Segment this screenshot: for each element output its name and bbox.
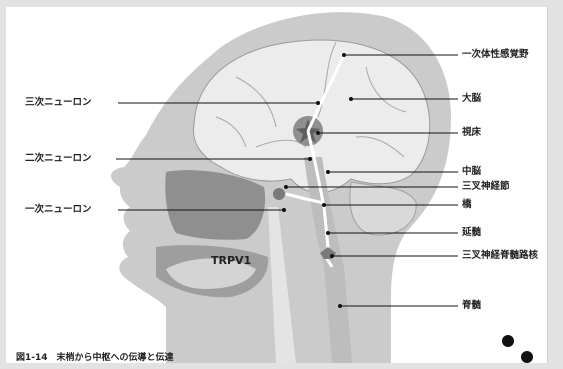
leader-dot xyxy=(282,208,286,212)
label-midbrain: 中脳 xyxy=(462,166,481,178)
label-medulla: 延髄 xyxy=(462,227,481,239)
figure-page: 一次体性感覚野 大脳 視床 中脳 三叉神経節 橋 延髄 三叉神経脊髄路核 脊髄 … xyxy=(6,7,548,363)
leader-dot xyxy=(316,131,320,135)
bullet-dot xyxy=(521,351,533,363)
leader-dot xyxy=(326,170,330,174)
label-first-neuron: 一次ニューロン xyxy=(25,204,92,216)
label-trigeminal-ganglion: 三叉神経節 xyxy=(462,181,510,193)
label-somatosensory-cortex: 一次体性感覚野 xyxy=(462,49,529,61)
label-second-neuron: 二次ニューロン xyxy=(25,153,92,165)
leader-dot xyxy=(322,203,326,207)
leader-dot xyxy=(308,157,312,161)
label-spinal-cord: 脊髄 xyxy=(462,300,481,312)
leader-dot xyxy=(342,53,346,57)
label-spinal-trigeminal-nucleus: 三叉神経脊髄路核 xyxy=(462,250,538,262)
label-cerebrum: 大脳 xyxy=(462,93,481,105)
label-trpv1: TRPV1 xyxy=(211,254,251,267)
trigeminal-ganglion-shape xyxy=(273,188,285,200)
figure-caption: 図1-14 末梢から中枢への伝導と伝達 xyxy=(16,350,174,363)
leader-dot xyxy=(330,254,334,258)
leader-dot xyxy=(316,101,320,105)
leader-dot xyxy=(284,185,288,189)
label-pons: 橋 xyxy=(462,199,472,211)
bullet-dot xyxy=(502,335,514,347)
leader-dot xyxy=(326,231,330,235)
leader-dot xyxy=(338,304,342,308)
leader-dot xyxy=(349,97,353,101)
label-thalamus: 視床 xyxy=(462,127,481,139)
label-third-neuron: 三次ニューロン xyxy=(25,97,92,109)
